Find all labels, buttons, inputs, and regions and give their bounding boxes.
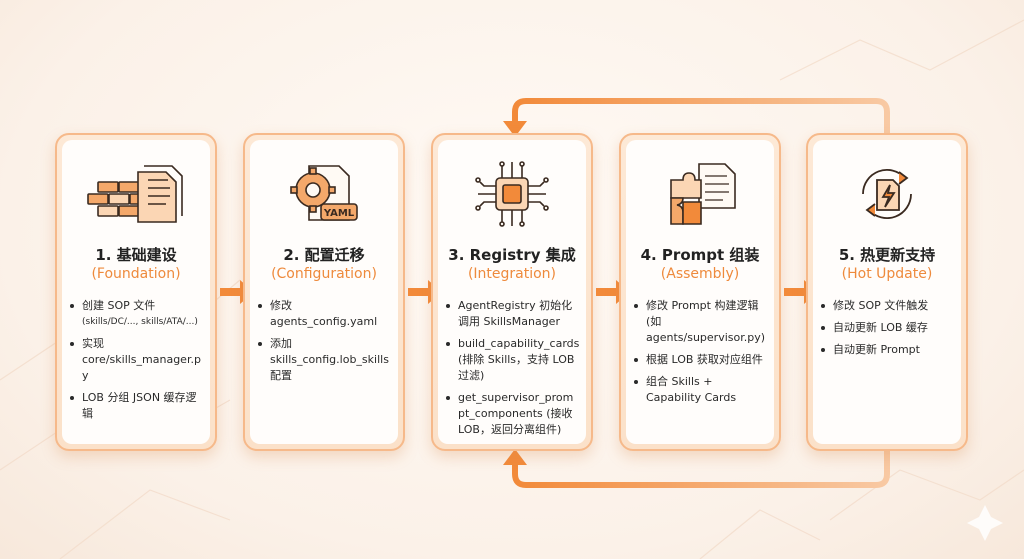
step-items: 创建 SOP 文件(skills/DC/..., skills/ATA/...)…	[70, 298, 204, 428]
step-card-hot-update: 5. 热更新支持 (Hot Update) 修改 SOP 文件触发 自动更新 L…	[806, 133, 968, 451]
list-item: 自动更新 LOB 缓存	[821, 320, 955, 336]
chip-circuit-icon	[438, 158, 586, 230]
step-title: 4. Prompt 组装	[640, 246, 760, 264]
step-items: 修改 agents_config.yaml 添加 skills_config.l…	[258, 298, 392, 390]
list-item: 修改 SOP 文件触发	[821, 298, 955, 314]
step-card-foundation: 1. 基础建设 (Foundation) 创建 SOP 文件(skills/DC…	[55, 133, 217, 451]
step-card-assembly: 4. Prompt 组装 (Assembly) 修改 Prompt 构建逻辑 (…	[619, 133, 781, 451]
bricks-documents-icon	[62, 158, 210, 230]
step-title: 5. 热更新支持	[838, 246, 936, 264]
list-item: 创建 SOP 文件(skills/DC/..., skills/ATA/...)	[70, 298, 204, 330]
step-subtitle: (Hot Update)	[841, 266, 933, 282]
step-items: AgentRegistry 初始化调用 SkillsManager build_…	[446, 298, 580, 444]
step-subtitle: (Foundation)	[91, 266, 181, 282]
loop-top-arrow	[512, 98, 890, 153]
puzzle-document-icon	[626, 158, 774, 230]
step-subtitle: (Configuration)	[271, 266, 377, 282]
step-subtitle: (Assembly)	[660, 266, 740, 282]
list-item: 根据 LOB 获取对应组件	[634, 352, 768, 368]
gear-yaml-icon: YAML	[250, 158, 398, 230]
step-card-configuration: YAML 2. 配置迁移 (Configuration) 修改 agents_c…	[243, 133, 405, 451]
loop-bottom-arrow	[512, 439, 890, 488]
list-item: 修改 Prompt 构建逻辑 (如 agents/supervisor.py)	[634, 298, 768, 346]
list-item: 修改 agents_config.yaml	[258, 298, 392, 330]
list-item: get_supervisor_prompt_components (接收 LOB…	[446, 390, 580, 438]
step-items: 修改 Prompt 构建逻辑 (如 agents/supervisor.py) …	[634, 298, 768, 412]
list-item: 添加 skills_config.lob_skills 配置	[258, 336, 392, 384]
step-card-integration: 3. Registry 集成 (Integration) AgentRegist…	[431, 133, 593, 451]
refresh-lightning-icon	[813, 158, 961, 230]
list-item: 实现 core/skills_manager.py	[70, 336, 204, 384]
list-item: 组合 Skills + Capability Cards	[634, 374, 768, 406]
list-item: 自动更新 Prompt	[821, 342, 955, 358]
step-title: 2. 配置迁移	[283, 246, 365, 264]
step-items: 修改 SOP 文件触发 自动更新 LOB 缓存 自动更新 Prompt	[821, 298, 955, 364]
list-item: AgentRegistry 初始化调用 SkillsManager	[446, 298, 580, 330]
list-item: build_capability_cards (排除 Skills，支持 LOB…	[446, 336, 580, 384]
step-title: 3. Registry 集成	[448, 246, 576, 264]
step-title: 1. 基础建设	[95, 246, 177, 264]
svg-text:YAML: YAML	[323, 208, 355, 219]
list-item: LOB 分组 JSON 缓存逻辑	[70, 390, 204, 422]
step-subtitle: (Integration)	[467, 266, 557, 282]
